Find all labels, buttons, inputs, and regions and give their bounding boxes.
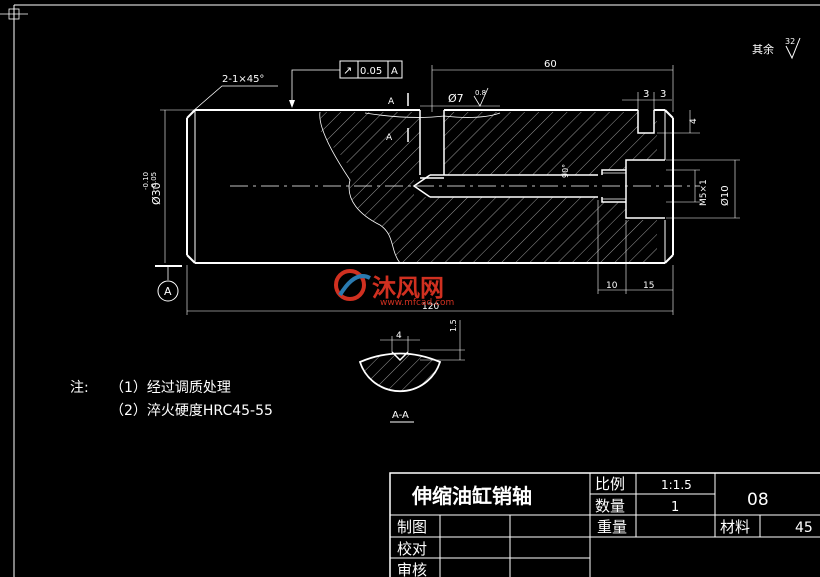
dim-120-label: 120	[422, 302, 439, 312]
dim-15-label: 15	[643, 281, 654, 291]
surface-finish-prefix: 其余	[752, 42, 774, 56]
surface-finish-value: 32	[785, 37, 795, 46]
scale-label: 比例	[595, 475, 625, 493]
runout-tolerance-frame: ↗ 0.05 A	[289, 60, 403, 108]
dim-3b-label: 3	[660, 89, 666, 100]
drafter-label: 制图	[397, 518, 427, 536]
material-label: 材料	[720, 518, 750, 536]
drill-angle-label: 90°	[561, 164, 570, 178]
datum-label: A	[164, 285, 172, 298]
chamfer-label: 2-1×45°	[222, 74, 264, 85]
runout-value: 0.05	[360, 66, 382, 77]
note-item-1: （1）经过调质处理	[110, 380, 231, 396]
section-mark-top: A	[388, 97, 395, 107]
drawing-frame	[0, 4, 820, 577]
diameter-30-label: Ø30	[150, 182, 163, 205]
diameter-30-dimension: Ø30 -0.10 -0.05	[142, 109, 195, 263]
thread-label: M5×1	[699, 179, 709, 206]
dim-60-label: 60	[544, 59, 557, 70]
dim-4-label: 4	[689, 118, 699, 124]
part-name: 伸缩油缸销轴	[411, 484, 532, 508]
dimension-120: 120	[186, 265, 674, 315]
dimension-60: 60	[431, 59, 674, 112]
hole-roughness: 0.8	[475, 89, 486, 97]
thread-bore-dimensions: M5×1 Ø10 90°	[561, 159, 740, 219]
datum-a-symbol: A	[155, 265, 182, 302]
notes-block: 注: （1）经过调质处理 （2）淬火硬度HRC45-55	[70, 380, 273, 419]
section-dim-15-label: 1.5	[449, 319, 458, 332]
hole-callout: Ø7 0.8	[420, 87, 500, 107]
dim-3a-label: 3	[643, 89, 649, 100]
title-block: 伸缩油缸销轴 比例 1:1.5 数量 1 08 重量 材料 45 制图 校对 审…	[389, 472, 820, 577]
runout-symbol: ↗	[343, 64, 352, 77]
watermark: 沐风网 www.mfcad.com	[334, 269, 454, 308]
hole-diameter-label: Ø7	[448, 92, 464, 105]
bottom-right-dimensions: 10 15	[597, 200, 673, 294]
slot-dimensions: 3 3 4	[622, 89, 700, 134]
material-value: 45	[795, 520, 813, 536]
checker-label: 校对	[397, 540, 427, 558]
surface-finish-note: 其余 32	[752, 37, 801, 60]
qty-label: 数量	[595, 497, 625, 515]
section-a-a-view: 4 1.5 A-A	[358, 319, 465, 423]
section-dim-4-label: 4	[396, 331, 402, 341]
diameter-tol-lower: -0.05	[150, 172, 158, 190]
dim-10-label: 10	[606, 281, 618, 291]
shaft-main-view	[186, 108, 700, 264]
section-cut-marks: A A	[386, 93, 409, 143]
notes-heading: 注:	[70, 380, 89, 396]
runout-datum: A	[391, 66, 398, 77]
weight-label: 重量	[597, 518, 627, 536]
bore-label: Ø10	[719, 185, 731, 206]
reviewer-label: 审核	[397, 561, 427, 577]
chamfer-callout: 2-1×45°	[191, 74, 278, 113]
diameter-tol-upper: -0.10	[142, 172, 150, 190]
watermark-brand: 沐风网	[372, 274, 444, 302]
section-mark-bottom: A	[386, 133, 393, 143]
watermark-url: www.mfcad.com	[380, 298, 454, 308]
section-label: A-A	[392, 410, 409, 421]
scale-value: 1:1.5	[661, 478, 692, 492]
drawing-number: 08	[747, 490, 769, 510]
note-item-2: （2）淬火硬度HRC45-55	[110, 403, 273, 419]
qty-value: 1	[671, 500, 679, 515]
